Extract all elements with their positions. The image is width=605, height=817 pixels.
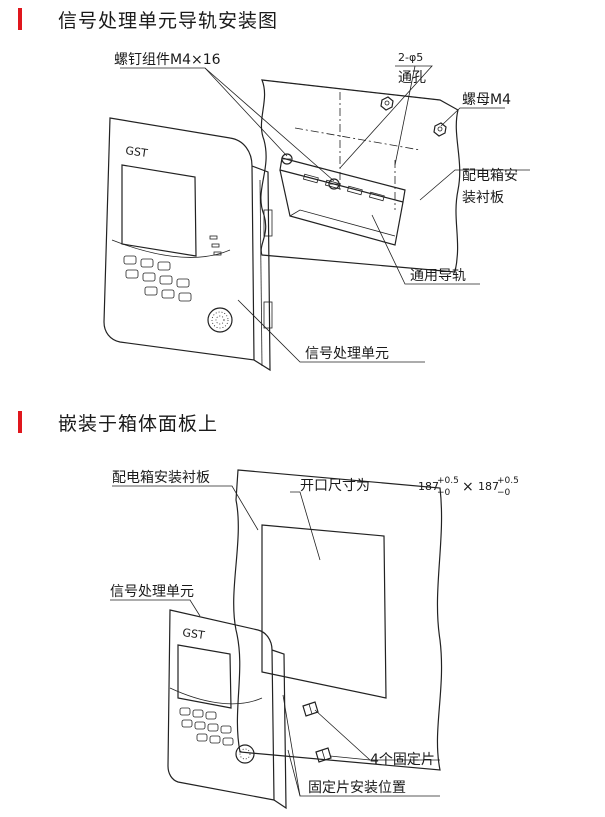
signal-processing-unit: GST xyxy=(167,609,287,810)
dim-tol-upper: +0.5 xyxy=(497,476,519,486)
rail-label: 通用导轨 xyxy=(410,268,466,284)
section-1-title: 信号处理单元导轨安装图 xyxy=(58,9,279,32)
screw-icon xyxy=(281,153,293,165)
keypad xyxy=(179,707,234,746)
speaker-icon xyxy=(235,744,255,764)
display-screen xyxy=(121,164,197,257)
fixing-clip-icon xyxy=(315,747,332,763)
dim-tol-lower: −0 xyxy=(497,488,511,498)
dim-times: × xyxy=(462,479,474,495)
fixing-clip-icon xyxy=(302,701,319,717)
nut-label: 螺母M4 xyxy=(462,92,511,108)
section-1-heading: 信号处理单元导轨安装图 xyxy=(18,6,278,32)
flush-mount-diagram: GST 配电箱安装衬板 开口尺寸为 187 +0.5 xyxy=(110,469,519,810)
dim-value: 187 xyxy=(478,480,499,493)
panel-label: 配电箱安装衬板 xyxy=(112,470,210,486)
rail-installation-diagram: GST 螺钉组件M4×16 2-φ5 通孔 螺母M4 配电箱 xyxy=(103,51,530,372)
opening-size-label: 开口尺寸为 xyxy=(300,478,370,494)
dim-value: 187 xyxy=(418,480,439,493)
display-screen xyxy=(177,644,232,709)
device-logo: GST xyxy=(125,144,149,160)
signal-processing-unit: GST xyxy=(103,117,273,372)
clip-position-label: 固定片安装位置 xyxy=(308,780,406,796)
indicator-light-icon xyxy=(213,251,222,256)
indicator-light-icon xyxy=(211,243,220,248)
screw-icon xyxy=(328,178,340,190)
section-2-accent-bar xyxy=(18,411,22,433)
dim-tol-upper: +0.5 xyxy=(437,476,459,486)
device-logo: GST xyxy=(182,626,206,642)
din-rail xyxy=(279,157,406,246)
section-1-accent-bar xyxy=(18,8,22,30)
nut-icon xyxy=(433,122,447,137)
mounting-panel xyxy=(233,469,443,771)
panel-opening xyxy=(261,524,387,699)
opening-dimension: 187 +0.5 −0 × 187 +0.5 −0 xyxy=(418,476,519,498)
panel-label-line1: 配电箱安 xyxy=(462,168,518,184)
mounting-panel xyxy=(260,79,461,273)
unit-label: 信号处理单元 xyxy=(305,346,389,362)
hole-spec-label: 2-φ5 xyxy=(398,51,423,64)
speaker-icon xyxy=(207,307,233,333)
section-2-title: 嵌装于箱体面板上 xyxy=(58,412,219,435)
nut-icon xyxy=(380,96,394,111)
keypad xyxy=(123,255,192,302)
dim-tol-lower: −0 xyxy=(437,488,451,498)
clips-label: 4个固定片 xyxy=(370,752,435,768)
screw-label: 螺钉组件M4×16 xyxy=(114,52,221,68)
panel-label-line2: 装衬板 xyxy=(462,190,504,206)
unit-label: 信号处理单元 xyxy=(110,584,194,600)
hole-name-label: 通孔 xyxy=(398,70,426,86)
section-2-heading: 嵌装于箱体面板上 xyxy=(18,409,218,435)
indicator-light-icon xyxy=(209,235,218,240)
